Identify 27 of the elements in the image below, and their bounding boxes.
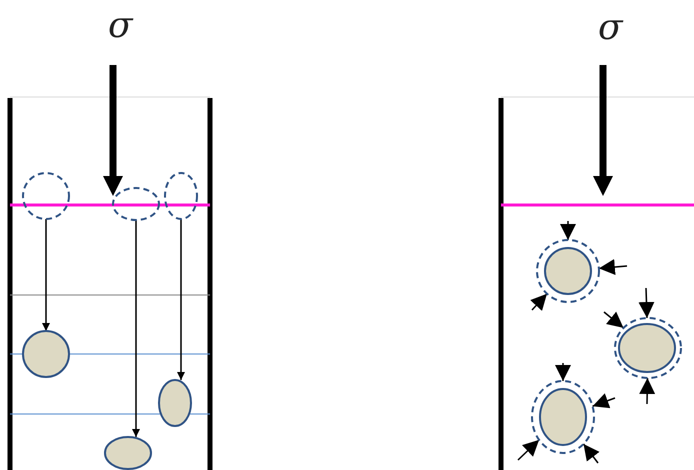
arrow: [177, 219, 185, 380]
dashed-outline: [613, 316, 683, 380]
arrow: [638, 288, 654, 318]
dashed-outline: [21, 171, 71, 221]
arrow: [604, 311, 624, 329]
arrow: [598, 259, 628, 275]
arrow: [132, 220, 140, 437]
particle: [538, 387, 588, 447]
dashed-outline: [163, 171, 199, 221]
particle: [543, 246, 593, 296]
stress-symbol: σ: [108, 8, 133, 44]
arrow: [582, 444, 600, 464]
dashed-outline: [530, 379, 596, 455]
dashed-outline: [111, 186, 161, 222]
particle: [157, 378, 193, 428]
particle: [21, 329, 71, 379]
stress-symbol: σ: [598, 10, 623, 46]
arrow: [530, 293, 548, 311]
arrow: [639, 378, 656, 404]
dashed-outline: [535, 238, 601, 304]
particle: [617, 322, 677, 374]
arrow: [517, 439, 540, 461]
particle: [103, 435, 153, 470]
arrow: [560, 221, 576, 240]
arrow: [555, 363, 571, 381]
arrow: [592, 393, 616, 408]
arrow: [42, 219, 50, 331]
